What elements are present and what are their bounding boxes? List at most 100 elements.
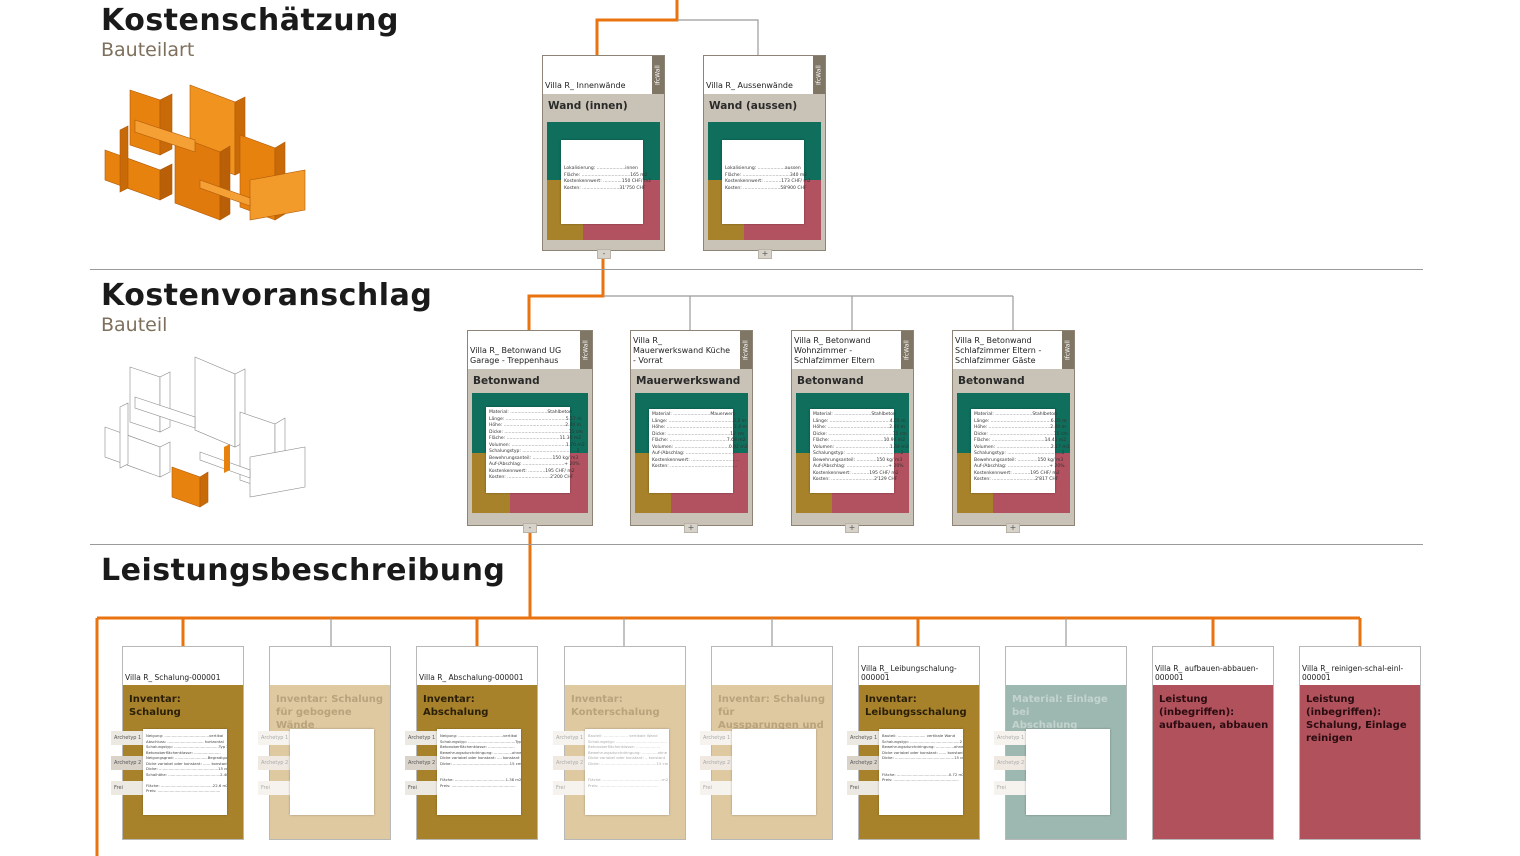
cost-quadrant-chart: Lokalisierung: ....................innen… (547, 122, 660, 240)
card-header: Villa R_ Betonwand Schlafzimmer Eltern -… (953, 331, 1074, 369)
spec-data-sheet: Bauteil: .................... vertikale … (585, 729, 669, 815)
data-sheet: Material: ..........................Stah… (810, 409, 909, 493)
archetype-option[interactable]: Archetyp 1 (994, 731, 1034, 745)
spec-card-header: Villa R_ aufbauen-abbauen-000001 (1155, 664, 1259, 682)
archetype-option[interactable]: Archetyp 2 (258, 756, 298, 770)
card-header: Villa R_ Innenwände (543, 56, 664, 94)
spec-card[interactable]: Inventar: Schalung für Aussparungen und … (700, 646, 833, 840)
card-name: Mauerwerkswand (636, 375, 741, 387)
cost-quadrant-chart: Lokalisierung: ...................aussen… (708, 122, 821, 240)
spec-card-body: Leistung (inbegriffen): Schalung, Einlag… (1300, 685, 1420, 839)
archetype-option[interactable]: Archetyp 2 (111, 756, 151, 770)
archetype-option[interactable]: Archetyp 1 (258, 731, 298, 745)
separator-2 (90, 544, 1423, 545)
connector (527, 258, 605, 331)
expand-toggle[interactable]: + (845, 523, 859, 533)
spec-data-sheet: Neigung: ...............................… (437, 729, 521, 815)
archetype-option[interactable]: Frei (405, 781, 445, 795)
quote-card-betonwand-wohnzimmer[interactable]: Villa R_ Betonwand Wohnzimmer - Schlafzi… (791, 330, 914, 526)
data-sheet: Material: ..........................Maue… (649, 409, 748, 493)
section-subtitle-bauteil: Bauteil (101, 314, 168, 336)
archetype-option[interactable]: Archetyp 1 (111, 731, 151, 745)
archetype-option[interactable]: Archetyp 1 (405, 731, 445, 745)
archetype-option[interactable]: Frei (111, 781, 151, 795)
archetype-option[interactable]: Frei (258, 781, 298, 795)
archetype-option[interactable]: Frei (553, 781, 593, 795)
estimate-card-aussen[interactable]: Villa R_ Aussenwände IfcWall Wand (ausse… (703, 55, 826, 251)
archetype-option[interactable]: Archetyp 1 (700, 731, 740, 745)
archetype-option[interactable]: Archetyp 2 (700, 756, 740, 770)
card-name: Betonwand (473, 375, 540, 387)
connector (595, 0, 679, 56)
archetype-option[interactable]: Archetyp 2 (405, 756, 445, 770)
quote-card-betonwand-ug[interactable]: Villa R_ Betonwand UG Garage - Treppenha… (467, 330, 593, 526)
card-name: Wand (aussen) (709, 100, 798, 112)
data-sheet: Material: ..........................Stah… (486, 407, 585, 493)
archetype-option[interactable]: Frei (847, 781, 887, 795)
quote-card-betonwand-schlafzimmer[interactable]: Villa R_ Betonwand Schlafzimmer Eltern -… (952, 330, 1075, 526)
spec-card-header: Villa R_ reinigen-schal-einl-000001 (1302, 664, 1404, 682)
data-sheet: Lokalisierung: ....................innen… (561, 140, 651, 224)
ifc-tag: IfcWall (580, 331, 592, 369)
spec-data-sheet: Neigung: ...............................… (143, 729, 227, 815)
archetype-option[interactable]: Archetyp 1 (553, 731, 593, 745)
ifc-tag: IfcWall (740, 331, 752, 369)
card-name: Betonwand (797, 375, 864, 387)
section-subtitle-bauteilart: Bauteilart (101, 39, 195, 61)
spec-card-body: Inventar: Schalung für Aussparungen und … (700, 685, 832, 839)
data-sheet: Lokalisierung: ...................aussen… (722, 140, 811, 224)
archetype-option[interactable]: Archetyp 2 (847, 756, 887, 770)
spec-data-sheet (290, 729, 374, 815)
spec-card-title: Inventar: Schalung für gebogene Wände (276, 694, 384, 731)
quote-card-mauerwerkswand[interactable]: Villa R_ Mauerwerkswand Küche - Vorrat I… (630, 330, 753, 526)
card-header: Villa R_ Mauerwerkswand Küche - Vorrat (631, 331, 752, 369)
archetype-option[interactable]: Frei (994, 781, 1034, 795)
expand-toggle[interactable]: + (684, 523, 698, 533)
expand-toggle[interactable]: + (758, 249, 772, 259)
archetype-option[interactable]: Archetyp 1 (847, 731, 887, 745)
spec-card-body: Leistung (inbegriffen): aufbauen, abbaue… (1153, 685, 1273, 839)
spec-data-sheet (1026, 729, 1110, 815)
ifc-tag: IfcWall (813, 56, 825, 94)
archetype-option[interactable]: Archetyp 2 (994, 756, 1034, 770)
ifc-tag: IfcWall (652, 56, 664, 94)
cost-quadrant-chart: Material: ..........................Stah… (472, 393, 588, 513)
card-name: Wand (innen) (548, 100, 628, 112)
spec-card-header: Villa R_ Leibungschalung- 000001 (861, 664, 957, 682)
spec-card-title: Inventar: Abschalung (423, 694, 489, 718)
data-sheet: Material: ..........................Stah… (971, 409, 1070, 493)
spec-card-header: Villa R_ Schalung-000001 (125, 673, 221, 682)
estimate-card-innen[interactable]: Villa R_ Innenwände IfcWall Wand (innen)… (542, 55, 665, 251)
archetype-option[interactable]: Frei (700, 781, 740, 795)
spec-card-title: Inventar: Leibungsschalung (865, 694, 967, 718)
expand-toggle[interactable]: + (1006, 523, 1020, 533)
collapse-toggle[interactable]: - (523, 523, 537, 533)
cost-quadrant-chart: Material: ..........................Stah… (796, 393, 909, 513)
cost-quadrant-chart: Material: ..........................Maue… (635, 393, 748, 513)
section-title-kostenschaetzung: Kostenschätzung (101, 3, 399, 38)
card-header: Villa R_ Betonwand UG Garage - Treppenha… (468, 331, 592, 369)
ifc-tag: IfcWall (1062, 331, 1074, 369)
spec-card-header (270, 647, 390, 685)
card-header: Villa R_ Aussenwände (704, 56, 825, 94)
spec-data-sheet: Bauteil: ....................... vertika… (879, 729, 963, 815)
separator-1 (90, 269, 1423, 270)
section-title-leistungsbeschreibung: Leistungsbeschreibung (101, 553, 506, 588)
spec-card-header (1006, 647, 1126, 685)
archetype-option[interactable]: Archetyp 2 (553, 756, 593, 770)
collapse-toggle[interactable]: - (597, 249, 611, 259)
